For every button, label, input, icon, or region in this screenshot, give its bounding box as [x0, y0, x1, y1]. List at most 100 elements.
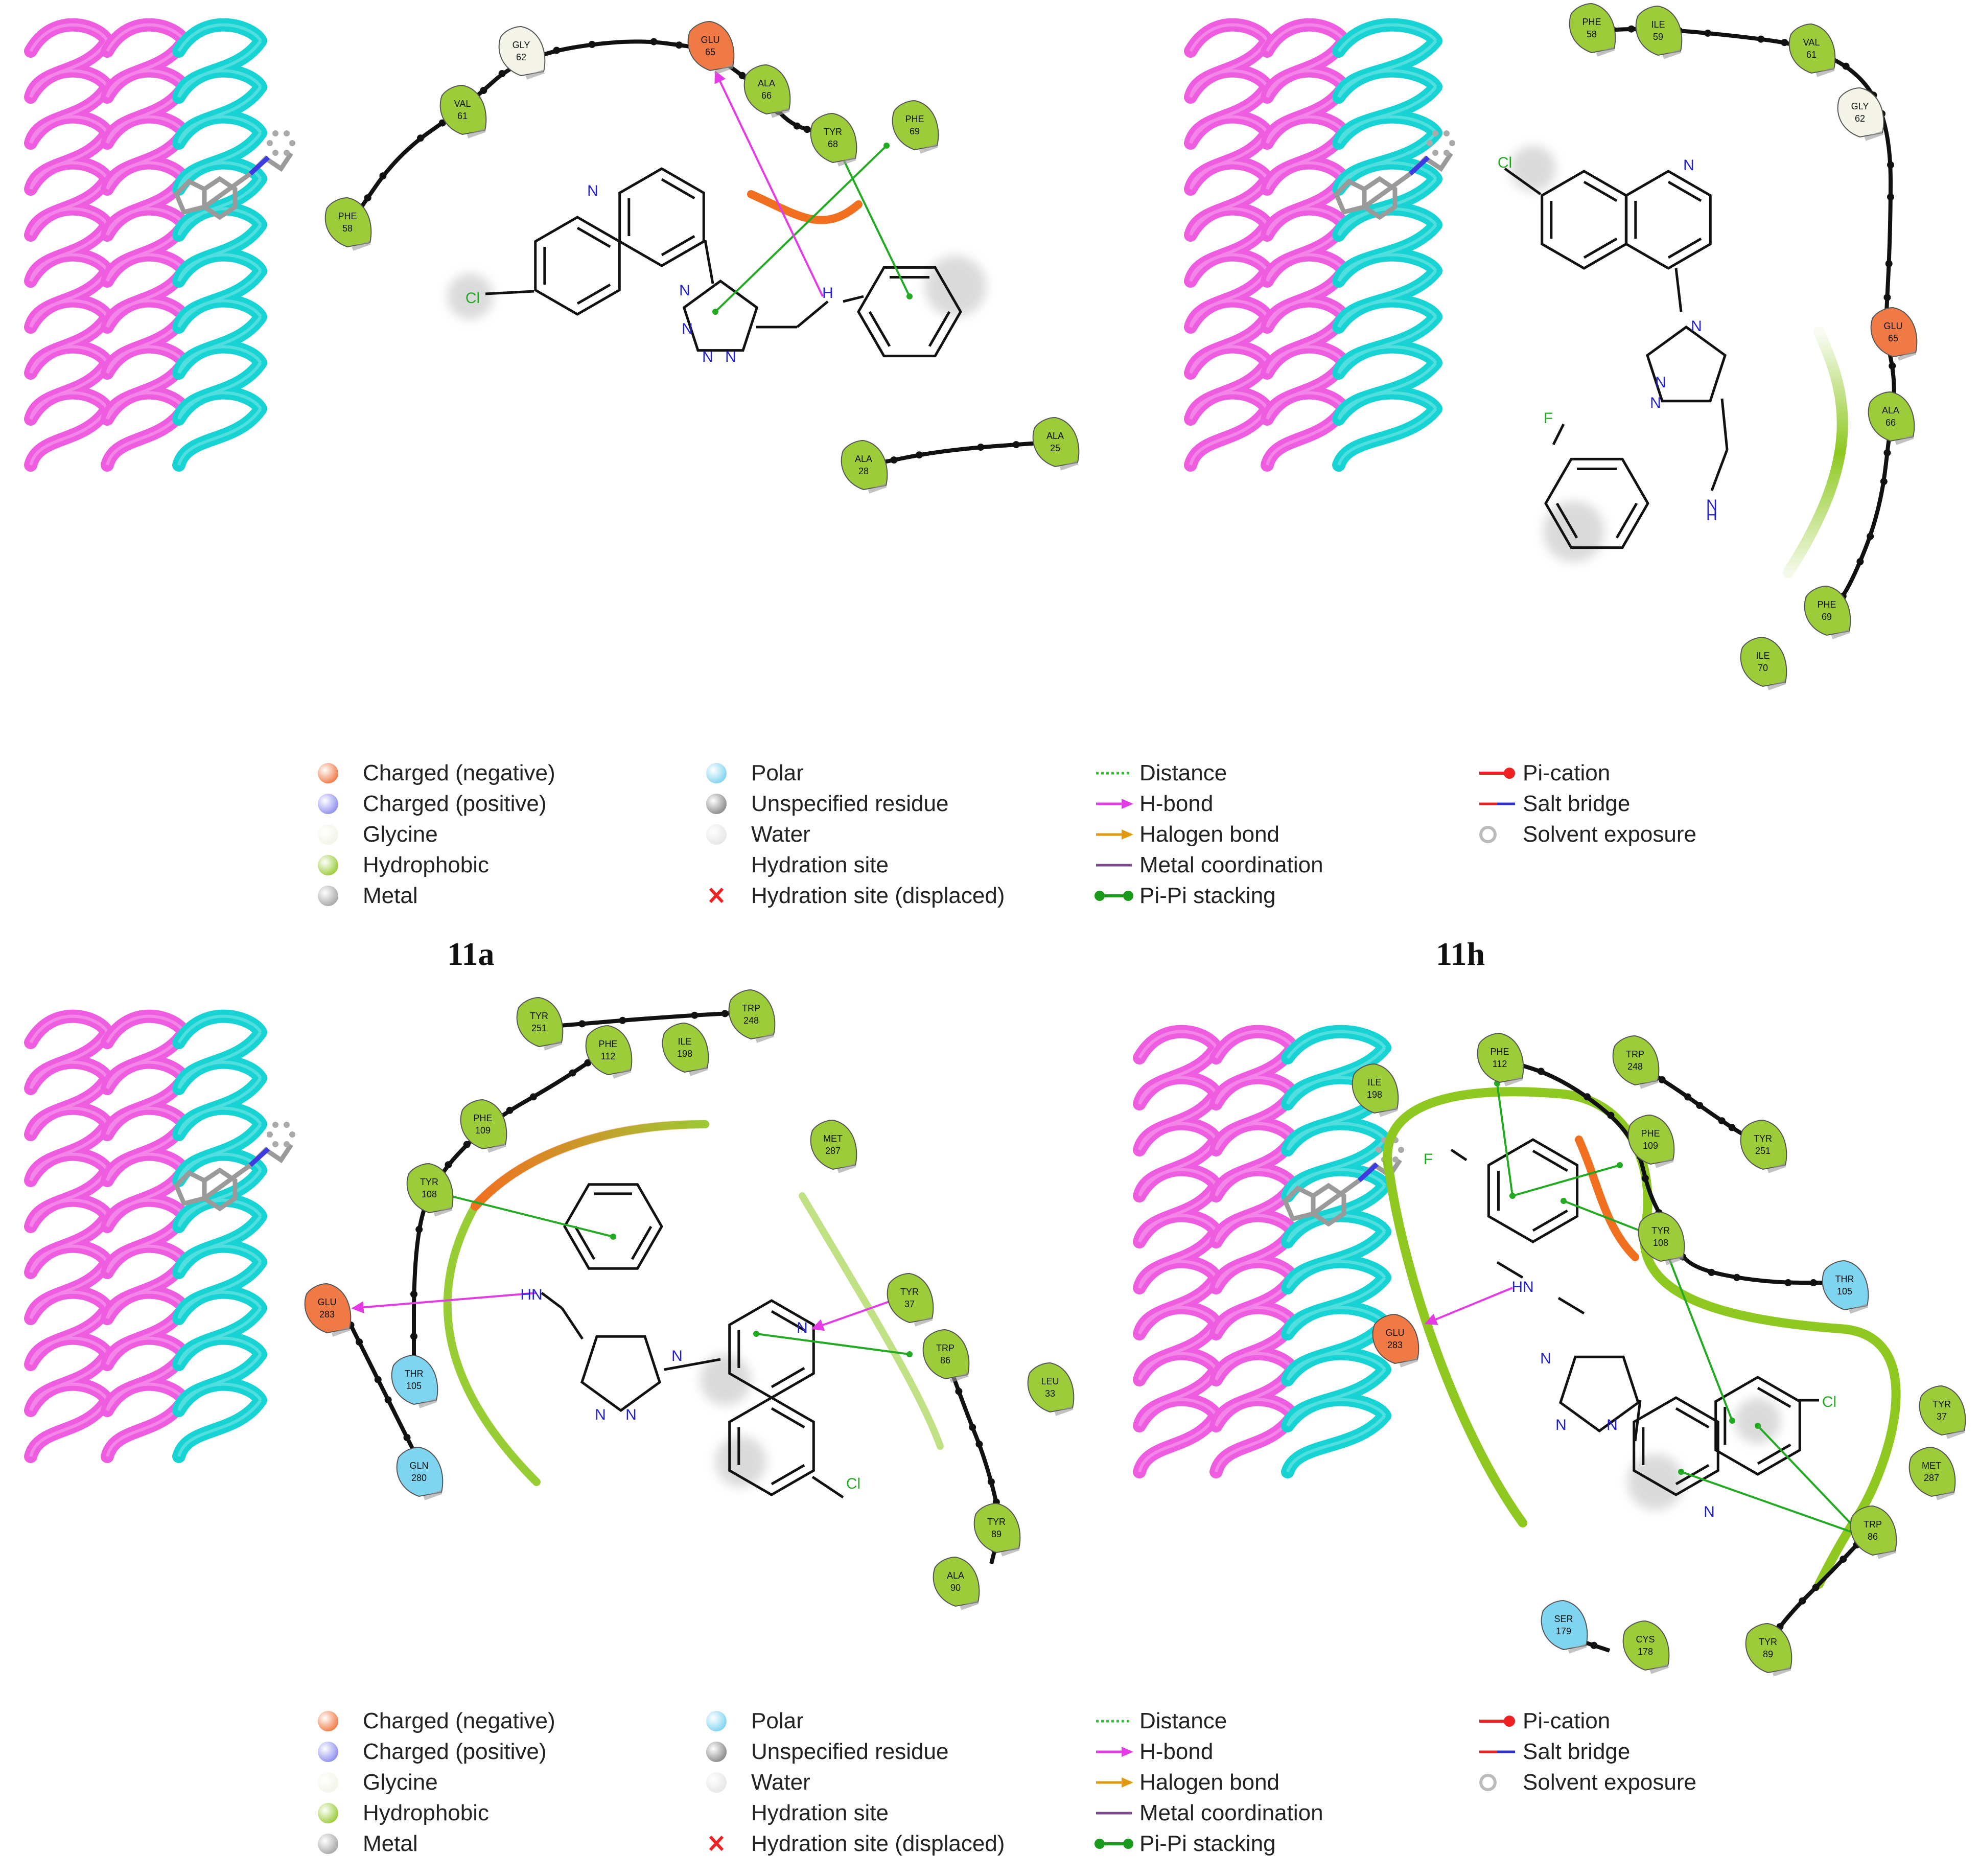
legend-symbol-holder	[317, 1768, 363, 1797]
panel-c-structure-helix-pink-1	[24, 1009, 114, 1463]
residue-name: TYR	[530, 1011, 548, 1021]
legend-symbol-water	[706, 1772, 727, 1793]
atom-label-n: N	[1706, 497, 1717, 514]
atom-label-cl: Cl	[846, 1475, 860, 1492]
residue-number: 69	[1822, 612, 1832, 622]
residue-number: 66	[1885, 418, 1896, 428]
panel-c-pocket-green	[443, 1120, 709, 1486]
panel-11a-pipi-phe69-triazole	[712, 143, 890, 315]
panel-c-phenyl-ring	[563, 1183, 663, 1270]
panel-c-hbond-glu283	[351, 1292, 537, 1314]
atom-label-cl: Cl	[1822, 1394, 1836, 1410]
panel-c-backbone-top	[541, 1010, 757, 1029]
legend-symbol-positive	[318, 1742, 338, 1762]
legend-symbol-holder	[1477, 820, 1523, 849]
atom-label-n: N	[595, 1406, 606, 1423]
residue-name: TRP	[936, 1343, 954, 1353]
residue-name: LEU	[1041, 1376, 1059, 1386]
panel-d-pipi-trp86-benzene	[1755, 1423, 1863, 1536]
legend-item-hydrophobic: Hydrophobic	[317, 851, 489, 879]
residue-number: 86	[1868, 1532, 1878, 1542]
residue-number: 283	[1387, 1340, 1403, 1350]
legend-label: Hydrophobic	[363, 852, 490, 877]
legend-symbol-cross	[709, 1835, 724, 1851]
legend-label: Polar	[751, 1708, 804, 1733]
legend-symbol-glycine	[318, 824, 338, 845]
residue-number: 65	[705, 47, 715, 57]
panel-d-hbond-glu283	[1424, 1287, 1513, 1325]
legend-label: Charged (positive)	[363, 791, 547, 816]
legend-item-saltbridge: Salt bridge	[1477, 790, 1630, 818]
panel-11h-fluorophenyl-ring	[1544, 457, 1649, 549]
legend-label: Distance	[1139, 1708, 1227, 1733]
panel-11a-amine-phenyl-bond	[843, 295, 864, 303]
legend-label: Polar	[751, 760, 804, 785]
panel-11a-phenyl-ring	[857, 266, 962, 358]
residue-name: VAL	[454, 99, 471, 109]
legend-label: Glycine	[363, 822, 438, 847]
legend-symbol-hbond	[1096, 1747, 1133, 1757]
residue-name: PHE	[1817, 599, 1836, 610]
atom-label-hn: HN	[520, 1286, 542, 1303]
residue-number: 109	[475, 1125, 491, 1136]
residue-name: ALA	[758, 78, 775, 88]
atom-label-n: N	[1607, 1417, 1618, 1433]
legend-symbol-pication	[1479, 1716, 1515, 1727]
residue-number: 58	[342, 223, 353, 234]
legend-item-distance: Distance	[1093, 759, 1227, 788]
legend-item-polar: Polar	[705, 1707, 804, 1735]
residue-name: PHE	[1641, 1128, 1660, 1139]
legend-symbol-holder	[317, 820, 363, 849]
atom-label-n: N	[1655, 374, 1666, 391]
residue-name: GLU	[1385, 1328, 1404, 1338]
atom-label-f: F	[1544, 410, 1553, 427]
legend-symbol-hydrophobic	[318, 855, 338, 875]
panel-c-triazole-quinoline-bond	[664, 1358, 721, 1371]
legend-label: Pi-cation	[1523, 760, 1611, 785]
legend-label: Metal coordination	[1139, 1800, 1323, 1825]
residue-glu-283: GLU 283	[1372, 1313, 1419, 1368]
residue-number: 70	[1758, 663, 1768, 673]
legend-item-negative: Charged (negative)	[317, 1707, 555, 1735]
atom-label-h: H	[822, 285, 833, 302]
panel-c-pocket-green-right	[799, 1192, 944, 1450]
panel-11h-amine-bond	[1710, 449, 1729, 491]
panel-d-backbone-1	[1496, 1056, 1840, 1286]
atom-label-h: H	[1706, 507, 1717, 524]
legend-symbol-metalcoord	[1096, 1812, 1132, 1815]
panel-11h-methylene-bond	[1720, 398, 1729, 450]
panel-11a-backbone-1	[351, 38, 706, 221]
legend-symbol-holder	[1477, 1738, 1523, 1766]
residue-name: PHE	[905, 114, 924, 124]
atom-label-n: N	[587, 182, 598, 199]
residue-number: 287	[1924, 1473, 1939, 1483]
legend-item-cross: Hydration site (displaced)	[705, 882, 1005, 910]
residue-name: ILE	[678, 1036, 691, 1047]
legend-symbol-pication	[1479, 768, 1515, 779]
panel-11a-structure-ligand-sticks	[173, 130, 295, 220]
residue-phe-69: PHE 69	[1804, 585, 1851, 639]
panel-11h-cl-bond	[1504, 167, 1542, 196]
panel-c-triazole-ring	[580, 1335, 662, 1412]
legend-item-saltbridge: Salt bridge	[1477, 1738, 1630, 1766]
atom-label-cl: Cl	[1498, 154, 1512, 171]
residue-number: 65	[1888, 333, 1898, 343]
legend-symbol-holder	[1093, 882, 1139, 910]
residue-name: VAL	[1803, 37, 1820, 48]
residue-name: PHE	[1582, 17, 1601, 27]
panel-c-cl-bond	[811, 1475, 844, 1499]
